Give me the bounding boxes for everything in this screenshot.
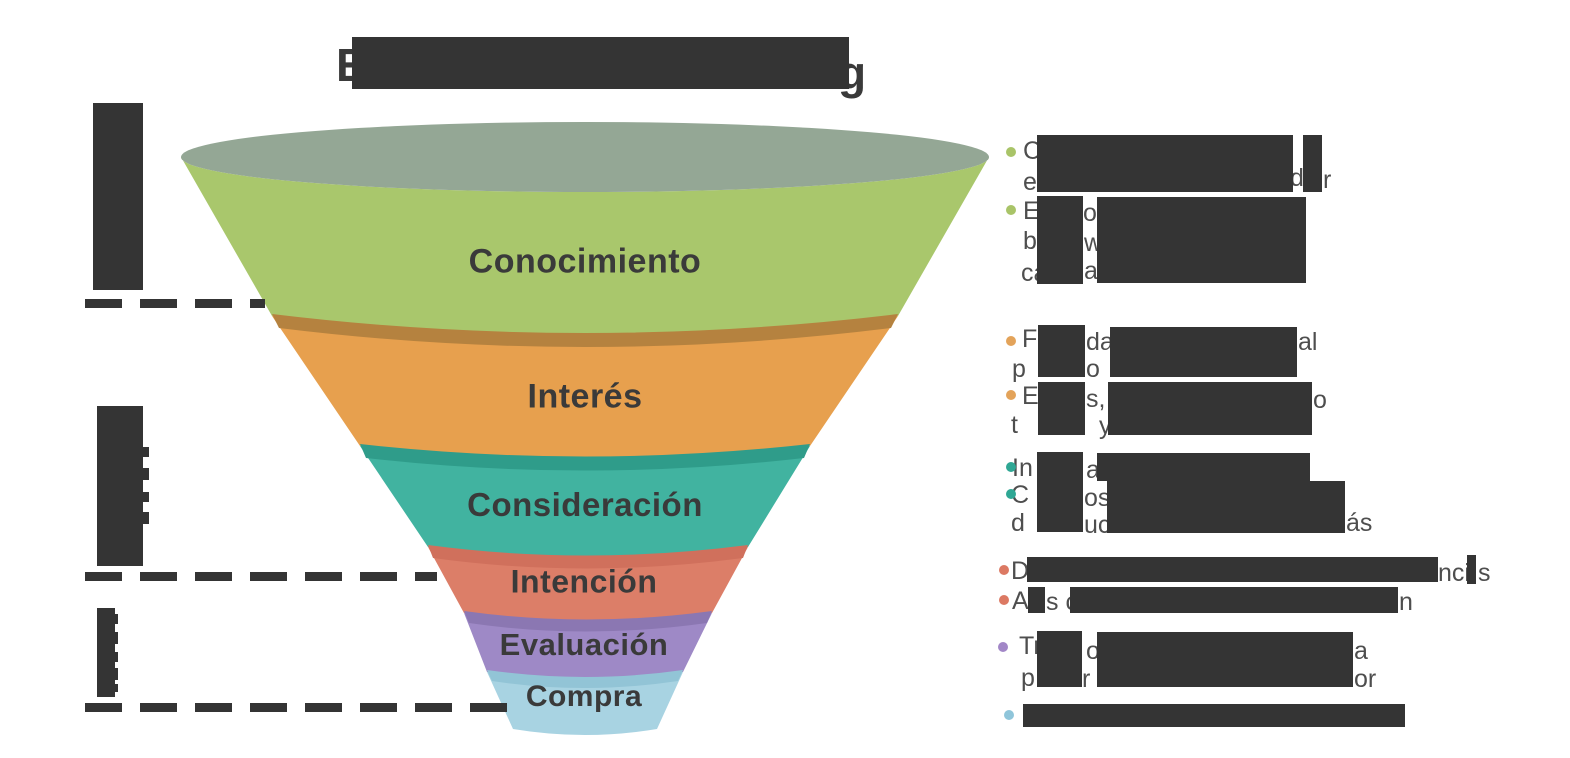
text-fragment: s (1478, 559, 1491, 587)
redaction-box (112, 632, 118, 644)
redaction-box (352, 37, 849, 89)
redaction-box (112, 668, 118, 680)
text-fragment: E (1022, 382, 1039, 410)
text-fragment: C (1011, 481, 1030, 509)
redaction-box (1108, 382, 1312, 435)
redaction-box (143, 447, 149, 457)
redaction-box (93, 103, 143, 290)
dashed-line (85, 703, 517, 712)
bullet-dot (999, 595, 1009, 605)
redaction-box (112, 684, 118, 692)
funnel-stage-label-conocimiento: Conocimiento (468, 242, 702, 281)
text-fragment: ás (1346, 509, 1373, 537)
redaction-box (1110, 327, 1297, 377)
bullet-dot (1006, 147, 1016, 157)
text-fragment: p (1012, 355, 1026, 383)
text-fragment: e (1023, 168, 1037, 196)
redaction-box (1038, 325, 1085, 377)
text-fragment: o (1086, 355, 1100, 383)
funnel-stage-consideracion-lip (360, 444, 810, 471)
text-fragment: F (1022, 325, 1038, 353)
text-fragment: uc (1084, 511, 1111, 539)
bullet-dot (1006, 336, 1016, 346)
text-fragment: E (1023, 197, 1040, 225)
redaction-box (1037, 196, 1083, 284)
redaction-box (112, 614, 118, 624)
text-fragment: d (1011, 509, 1025, 537)
bullet-dot (999, 565, 1009, 575)
redaction-box (1097, 197, 1306, 283)
bullet-dot (1004, 710, 1014, 720)
redaction-box (1070, 587, 1398, 613)
text-fragment: s, (1086, 385, 1106, 413)
bullet-dot (1006, 205, 1016, 215)
funnel-stage-label-intencion: Intención (510, 563, 658, 600)
funnel-stage-compra-body (487, 672, 683, 735)
text-fragment: D (1011, 557, 1030, 585)
redaction-box (1038, 382, 1085, 435)
text-fragment: A (1012, 587, 1029, 615)
dashed-line (85, 572, 437, 581)
text-fragment: Tr (1019, 632, 1042, 660)
redaction-box (1467, 555, 1476, 584)
text-fragment: da (1086, 328, 1114, 356)
redaction-box (143, 492, 149, 502)
text-fragment: or (1354, 665, 1377, 693)
funnel-stage-label-consideracion: Consideración (467, 486, 703, 523)
text-fragment: n (1399, 588, 1413, 616)
bullet-dot (998, 642, 1008, 652)
text-fragment: In (1012, 454, 1033, 482)
redaction-box (1037, 452, 1083, 532)
text-fragment: nci (1438, 559, 1470, 587)
funnel-stage-conocimiento-body (181, 157, 989, 335)
text-fragment: a (1354, 637, 1368, 665)
redaction-box (1037, 631, 1082, 687)
text-fragment: r (1082, 665, 1091, 693)
funnel-stage-interes-body (272, 316, 898, 459)
redaction-box (1303, 135, 1322, 192)
text-fragment: o (1313, 386, 1327, 414)
funnel-stage-interes-lip (272, 314, 898, 347)
text-fragment: al (1298, 328, 1318, 356)
redaction-box (1097, 453, 1310, 481)
funnel-mouth-ellipse (181, 122, 989, 192)
redaction-box (1027, 557, 1438, 582)
text-fragment: d (1290, 164, 1304, 192)
redaction-box (143, 468, 149, 480)
bullet-dot (1006, 390, 1016, 400)
funnel-stage-label-evaluacion: Evaluación (499, 627, 669, 662)
bullet-dot (1006, 489, 1016, 499)
text-fragment: t (1011, 411, 1018, 439)
redaction-box (97, 608, 115, 697)
dashed-line (85, 299, 265, 308)
funnel-stage-compra-lip (487, 670, 683, 688)
text-fragment: p (1021, 664, 1035, 692)
text-fragment: o (1086, 637, 1100, 665)
bullet-dot (1006, 462, 1016, 472)
funnel-stage-evaluacion-body (464, 613, 712, 679)
redaction-box (1107, 481, 1345, 533)
text-fragment: a (1086, 456, 1100, 484)
redaction-box (112, 652, 118, 662)
redaction-box (1028, 587, 1045, 613)
text-fragment: b (1023, 227, 1037, 255)
funnel-stage-label-compra: Compra (525, 680, 643, 713)
text-fragment: r (1323, 166, 1332, 194)
redaction-box (97, 406, 143, 566)
text-fragment: C (1023, 137, 1042, 165)
redaction-box (1097, 632, 1353, 687)
funnel-stage-evaluacion-lip (464, 611, 712, 632)
text-fragment: os (1084, 484, 1111, 512)
funnel-stage-label-interes: Interés (527, 377, 643, 416)
redaction-box (1037, 135, 1293, 192)
redaction-box (143, 512, 149, 524)
redaction-box (1023, 704, 1405, 727)
funnel-stage-consideracion-body (360, 446, 810, 558)
funnel-stage-intencion-lip (428, 545, 748, 569)
